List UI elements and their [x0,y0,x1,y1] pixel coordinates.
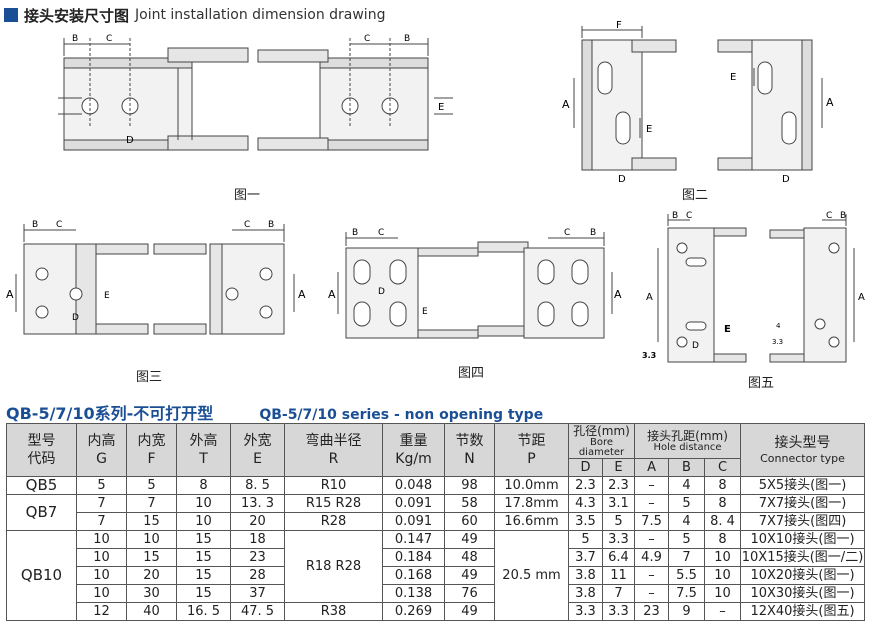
th-hole-b: B [668,458,706,477]
fig3-label-c-right: C [244,220,250,230]
fig5-dim-3-3-right: 3.3 [772,338,783,346]
fig5-label-e: E [724,324,731,335]
fig4-label-c: C [378,228,384,238]
figure-3-drawing: B C C B A A E D [6,220,306,335]
fig1-label-d: D [126,135,134,146]
fig2-label-f: F [616,20,622,31]
figure-2-caption: 图二 [682,188,709,203]
fig5-dim-3-3-left: 3.3 [642,351,656,360]
header-square-icon [4,8,18,22]
fig5-label-b-right: B [840,211,846,221]
fig5-label-c: C [686,211,692,221]
figure-1-caption: 图一 [234,188,261,203]
fig4-label-a-right: A [614,288,622,301]
figure-5-caption: 图五 [748,376,775,391]
figure-1-drawing: B C C B E E D [58,34,453,151]
fig4-label-b-right: B [590,228,596,238]
fig1-label-b-right: B [404,34,410,44]
fig5-label-b: B [672,211,678,221]
fig5-label-a-right: A [858,292,865,303]
fig5-label-a: A [646,292,653,303]
fig2-label-e: E [730,72,736,83]
fig3-label-e: E [104,291,110,301]
fig3-label-a: A [6,288,14,301]
section-title-zh: QB-5/7/10系列-不可打开型 [6,404,214,423]
section-title-en: QB-5/7/10 series - non opening type [259,407,544,423]
fig1-label-c: C [106,34,112,44]
fig3-label-b-right: B [268,220,274,230]
th-hole-c: C [704,458,742,477]
fig1-label-b: B [72,34,78,44]
fig4-label-b: B [352,228,358,238]
fig2-label-d-right: D [782,174,790,185]
fig3-label-d: D [72,313,79,323]
fig3-label-c: C [56,220,62,230]
fig5-label-c-right: C [826,211,832,221]
fig1-label-c-right: C [364,34,370,44]
fig5-dim-4: 4 [776,322,781,330]
fig1-label-e-right: E [438,102,444,113]
fig2-label-a: A [562,98,570,111]
figure-4-drawing: B C C B A A D E [328,228,622,339]
figure-2-drawing: F A A E E D D [562,20,834,185]
th-hole-a: A [634,458,670,477]
th-bore-d: D [568,458,603,477]
figure-5-drawing: B C C B A A E D 3.3 4 3.3 [642,211,865,363]
fig2-label-d: D [618,174,626,185]
th-hole-distance: 接头孔距(mm)Hole distance [634,423,742,459]
fig4-label-e: E [422,307,428,317]
th-bore: 孔径(mm)Bore diameter [567,423,636,459]
figure-4-caption: 图四 [458,366,485,381]
th-model: 型号代码 [6,423,77,477]
header-title-zh: 接头安装尺寸图 [24,6,130,25]
fig4-label-c-right: C [564,228,570,238]
fig5-label-d: D [692,341,699,351]
fig3-label-b: B [32,220,38,230]
fig2-label-e-lower: E [646,124,652,135]
th-bore-e: E [601,458,636,477]
fig2-label-a-right: A [826,96,834,109]
page-header: 接头安装尺寸图 Joint installation dimension dra… [4,4,385,26]
fig3-label-a-right: A [298,288,306,301]
fig4-label-d: D [378,287,385,297]
figure-3-caption: 图三 [136,370,163,385]
section-title: QB-5/7/10系列-不可打开型 QB-5/7/10 series - non… [6,400,543,424]
header-title-en: Joint installation dimension drawing [135,7,386,23]
fig4-label-a: A [328,288,336,301]
